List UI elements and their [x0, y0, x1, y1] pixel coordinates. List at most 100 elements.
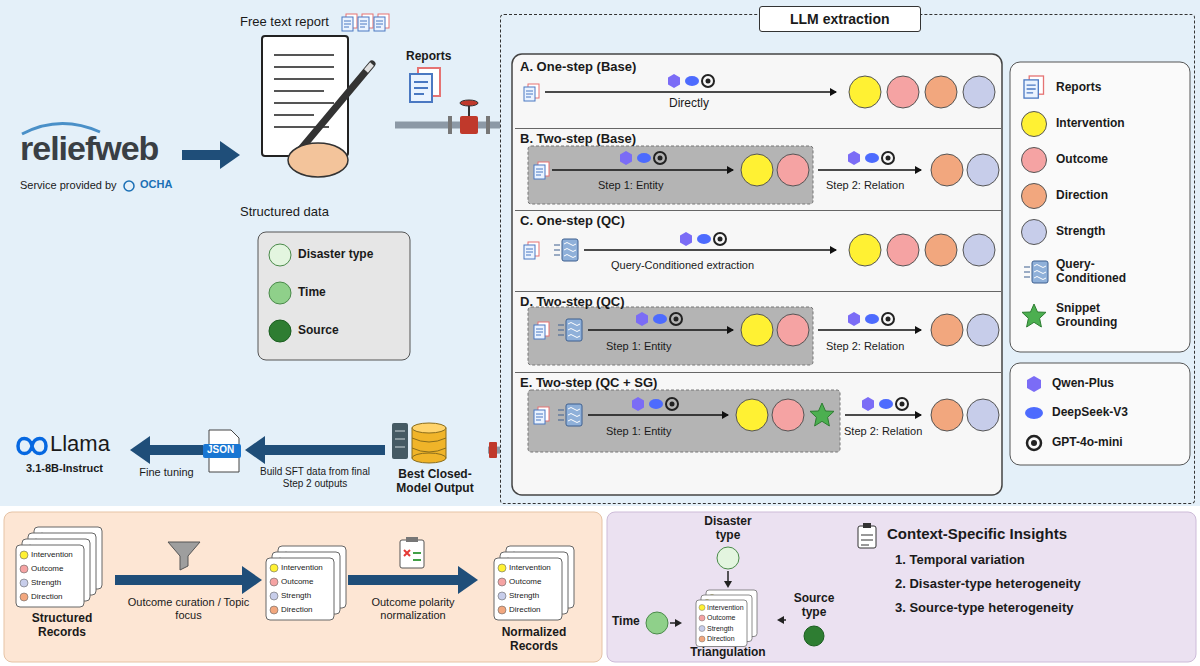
row-d	[931, 314, 963, 346]
legend-icon	[1022, 76, 1048, 450]
node-text: E. Two-step (QC + SG)	[520, 376, 657, 391]
edge-label: Build SFT data from final Step 2 outputs	[250, 466, 380, 489]
normalize-icon	[413, 553, 421, 560]
node-text: Strength	[509, 591, 539, 601]
legend-text: Outcome	[1056, 153, 1108, 167]
row-e	[534, 397, 999, 431]
row-a	[849, 76, 881, 108]
method-row: C. One-step (QC)Query-Conditioned extrac…	[515, 211, 1001, 292]
arrow-connector	[115, 575, 242, 585]
clipboard-icon	[863, 523, 871, 528]
method-box	[528, 307, 813, 365]
node-text: A. One-step (Base)	[520, 60, 636, 75]
clipboard-icon	[861, 535, 873, 545]
node-text: Step 1: Entity	[598, 179, 663, 192]
record-stack	[16, 527, 757, 647]
node-text: 3.1-8B-Instruct	[26, 462, 103, 475]
structured-circle	[269, 320, 291, 342]
row-a	[887, 76, 919, 108]
arrow-connector	[670, 622, 675, 624]
document-illustration	[262, 36, 348, 156]
legend-icon	[1025, 407, 1043, 419]
row-c	[584, 249, 836, 251]
node-text: reliefweb	[20, 131, 158, 165]
structured-data-box: Structured dataDisaster typeTimeSource	[240, 205, 412, 363]
panel	[0, 0, 1200, 506]
panel	[4, 512, 602, 662]
method-box	[528, 390, 840, 452]
normalize-icon	[400, 540, 424, 568]
database-icon	[412, 438, 446, 452]
node-text: B. Two-step (Base)	[520, 132, 636, 147]
node-text: Free text report	[240, 15, 329, 30]
panel	[607, 512, 1196, 662]
arrow-connector	[348, 575, 458, 585]
row-b	[741, 154, 773, 186]
row-d	[967, 314, 999, 346]
node-text: Outcome	[707, 614, 735, 622]
legend-icon	[1027, 376, 1041, 392]
node-text: 2. Disaster-type heterogeneity	[895, 577, 1081, 592]
node-text: Time	[612, 615, 640, 629]
node-text: Step 2: Relation	[826, 340, 904, 353]
method-row: E. Two-step (QC + SG)Step 1: EntityStep …	[515, 373, 1001, 463]
row-c	[925, 234, 957, 266]
row-e	[736, 399, 768, 431]
record-stack	[494, 558, 562, 620]
row-d	[588, 329, 733, 331]
method-row: B. Two-step (Base)Step 1: EntityStep 2: …	[515, 129, 1001, 211]
row-b	[931, 154, 963, 186]
normalize-icon	[404, 550, 410, 556]
row-c	[963, 234, 995, 266]
node-text: Direction	[281, 605, 313, 615]
node-text: Normalized Records	[478, 626, 590, 654]
node-text: Outcome	[509, 577, 541, 587]
record-stack: InterventionOutcomeStrengthDirection	[262, 540, 348, 630]
legend-icon	[1027, 436, 1041, 450]
legend-swatch	[1021, 219, 1047, 245]
structured-circle	[269, 282, 291, 304]
row-e	[967, 399, 999, 431]
row-b	[552, 169, 733, 171]
document-illustration	[366, 64, 372, 71]
database-icon	[395, 431, 405, 447]
legend-text: Strength	[1056, 225, 1105, 239]
row-a	[524, 74, 995, 108]
row-a	[524, 84, 539, 101]
normalize-icon	[400, 537, 424, 568]
llama-logo	[18, 439, 46, 454]
row-e	[588, 414, 728, 416]
database-icon	[392, 423, 446, 463]
row-d	[818, 329, 921, 331]
row-b	[620, 151, 666, 165]
row-c	[524, 242, 539, 259]
pipe-valve	[486, 116, 490, 134]
arrow-connector	[265, 445, 385, 455]
model-logo: Llama3.1-8B-Instruct	[12, 432, 130, 484]
edge-label: Fine tuning	[132, 466, 202, 479]
record-stack: InterventionOutcomeStrengthDirectionNorm…	[478, 540, 593, 660]
row-b	[848, 151, 894, 165]
document-block: Free text report	[240, 15, 395, 200]
node-text: Disaster type	[698, 515, 758, 543]
row-d	[848, 312, 894, 326]
method-box	[512, 54, 1002, 495]
node-text: C. One-step (QC)	[520, 214, 625, 229]
legend-text: Query-Conditioned	[1056, 258, 1151, 286]
node-text: Intervention	[281, 563, 323, 573]
node-text: Strength	[707, 625, 733, 633]
legend-text: Direction	[1056, 189, 1108, 203]
node-text: 1. Temporal variation	[895, 553, 1025, 568]
node-text: Directly	[669, 97, 709, 111]
row-d	[741, 314, 773, 346]
row-a	[668, 74, 714, 88]
arrow-connector	[182, 150, 220, 160]
legend-box	[1010, 363, 1190, 465]
legend-icon	[1022, 304, 1046, 327]
row-c	[680, 232, 726, 246]
node-text: Strength	[31, 578, 61, 588]
node-text: Outcome	[281, 577, 313, 587]
row-d	[534, 312, 999, 346]
node-text: Direction	[707, 635, 735, 643]
database-icon	[392, 423, 408, 459]
